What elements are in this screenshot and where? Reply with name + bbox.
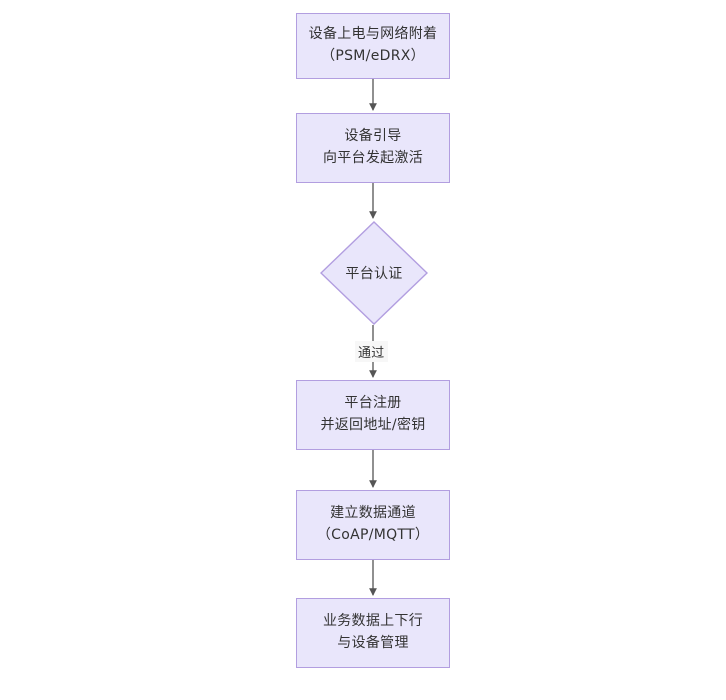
flow-node-line: 向平台发起激活	[322, 150, 424, 166]
flow-node-line: 业务数据上下行	[322, 613, 424, 630]
flow-node-establish-data-channel[interactable]: 建立数据通道 （CoAP/MQTT）	[296, 490, 450, 560]
flow-node-line: （PSM/eDRX）	[321, 48, 425, 64]
flow-node-platform-register[interactable]: 平台注册 并返回地址/密钥	[296, 380, 450, 450]
flow-node-line: 平台注册	[344, 395, 402, 412]
flow-node-line: 并返回地址/密钥	[320, 417, 426, 433]
flow-node-line: 设备引导	[344, 128, 402, 145]
flow-node-device-bootstrap[interactable]: 设备引导 向平台发起激活	[296, 113, 450, 183]
flow-node-line: 建立数据通道	[330, 505, 416, 522]
flow-node-line: 与设备管理	[337, 635, 409, 651]
flow-node-business-data-and-device-management[interactable]: 业务数据上下行 与设备管理	[296, 598, 450, 668]
flow-node-line: （CoAP/MQTT）	[316, 527, 430, 543]
diamond-shape-icon	[320, 221, 428, 325]
edge-label-pass: 通过	[355, 341, 388, 362]
flow-node-platform-auth[interactable]: 平台认证	[320, 221, 428, 325]
flow-node-line: 设备上电与网络附着	[308, 26, 438, 43]
flow-node-line: 平台认证	[345, 266, 403, 282]
flow-node-device-power-on[interactable]: 设备上电与网络附着 （PSM/eDRX）	[296, 13, 450, 79]
